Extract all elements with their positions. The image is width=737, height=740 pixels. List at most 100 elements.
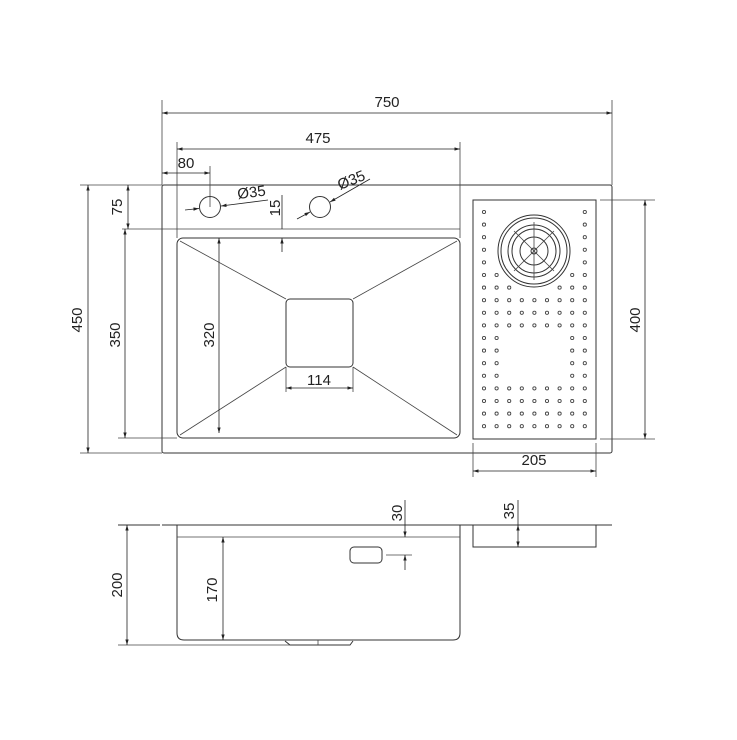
perforation-hole <box>519 310 524 315</box>
perforation-hole <box>570 310 575 315</box>
perforation-hole <box>582 424 587 429</box>
perforation-hole <box>519 298 524 303</box>
perforation-hole <box>494 298 499 303</box>
bowl-profile <box>176 525 461 641</box>
perforation-hole <box>570 373 575 378</box>
perforation-hole <box>507 411 512 416</box>
perforation-hole <box>494 335 499 341</box>
dim-label-overall-width: 750 <box>374 94 399 111</box>
perforation-hole <box>570 298 575 303</box>
perforation-hole <box>557 285 562 290</box>
dim-label-drainer-length: 400 <box>627 307 644 332</box>
perforation-hole <box>481 373 487 378</box>
tap-hole-1 <box>199 196 221 218</box>
perforation-hole <box>582 260 587 265</box>
perforation-hole <box>532 386 537 391</box>
perforation-hole <box>582 386 587 391</box>
drainer-profile <box>472 525 597 548</box>
dim-label-bowl-width: 475 <box>305 130 330 147</box>
perforation-hole <box>481 298 487 303</box>
perforation-hole <box>494 424 499 429</box>
perforation-hole <box>494 373 499 378</box>
dim-label-bowl-depth: 350 <box>107 322 124 347</box>
perforation-hole <box>494 386 499 391</box>
perforation-hole <box>494 361 499 366</box>
perforation-hole <box>582 323 587 328</box>
perforation-hole <box>494 323 499 328</box>
perforation-hole <box>481 209 487 215</box>
perforation-hole <box>494 411 499 416</box>
perforation-hole <box>544 310 550 315</box>
drainer-perforations <box>481 209 587 429</box>
perforation-hole <box>582 209 587 215</box>
perforation-hole <box>494 348 499 353</box>
perforation-hole <box>507 285 512 290</box>
dim-label-drain-size: 114 <box>307 372 331 389</box>
dim-label-bowl-height: 170 <box>204 577 221 602</box>
perforation-hole <box>544 298 550 303</box>
perforation-hole <box>494 310 499 315</box>
sink-outline <box>161 184 613 454</box>
perforation-hole <box>532 323 537 328</box>
perforation-hole <box>582 285 587 290</box>
tap-hole-2 <box>309 196 331 218</box>
perforation-hole <box>557 411 562 416</box>
perforation-hole <box>481 235 487 240</box>
perforation-hole <box>519 386 524 391</box>
drain-square <box>285 298 354 368</box>
perforation-hole <box>570 398 575 404</box>
perforation-hole <box>507 323 512 328</box>
perforation-hole <box>532 411 537 416</box>
perforation-hole <box>544 386 550 391</box>
dim-label-deck-depth: 75 <box>109 199 126 216</box>
perforation-hole <box>544 323 550 328</box>
perforation-hole <box>494 398 499 404</box>
perforation-hole <box>481 411 487 416</box>
perforation-hole <box>481 222 487 227</box>
dim-label-drainer-width: 205 <box>521 452 546 469</box>
perforation-hole <box>570 335 575 341</box>
perforation-hole <box>532 398 537 404</box>
dim-label-overall-depth: 450 <box>69 307 86 332</box>
perforation-hole <box>582 310 587 315</box>
dim-label-bowl-inner-depth: 320 <box>201 322 218 347</box>
drainer-board <box>472 199 597 440</box>
perforation-hole <box>582 222 587 227</box>
perforation-hole <box>557 298 562 303</box>
dim-label-deck-gap: 15 <box>267 200 284 217</box>
perforation-hole <box>582 361 587 366</box>
perforation-hole <box>532 424 537 429</box>
perforation-hole <box>481 335 487 341</box>
perforation-hole <box>507 386 512 391</box>
perforation-hole <box>557 386 562 391</box>
perforation-hole <box>582 272 587 278</box>
dim-label-drainer-height: 35 <box>501 503 518 520</box>
perforation-hole <box>507 298 512 303</box>
perforation-hole <box>570 272 575 278</box>
perforation-hole <box>481 323 487 328</box>
perforation-hole <box>544 411 550 416</box>
perforation-hole <box>481 361 487 366</box>
perforation-hole <box>532 298 537 303</box>
perforation-hole <box>557 398 562 404</box>
dim-label-overall-height: 200 <box>109 572 126 597</box>
perforation-hole <box>570 285 575 290</box>
perforation-hole <box>582 398 587 404</box>
perforation-hole <box>519 323 524 328</box>
dim-label-tap-hole-1: Ø35 <box>236 183 266 203</box>
perforation-hole <box>481 247 487 252</box>
perforation-hole <box>532 310 537 315</box>
perforation-hole <box>494 285 499 290</box>
perforation-hole <box>557 424 562 429</box>
perforation-hole <box>582 335 587 341</box>
perforation-hole <box>481 424 487 429</box>
perforation-hole <box>544 424 550 429</box>
perforation-hole <box>519 398 524 404</box>
perforation-hole <box>481 386 487 391</box>
perforation-hole <box>570 323 575 328</box>
perforation-hole <box>494 272 499 278</box>
perforation-hole <box>582 235 587 240</box>
side-view: 30 200 170 35 <box>109 500 612 646</box>
perforation-hole <box>519 424 524 429</box>
